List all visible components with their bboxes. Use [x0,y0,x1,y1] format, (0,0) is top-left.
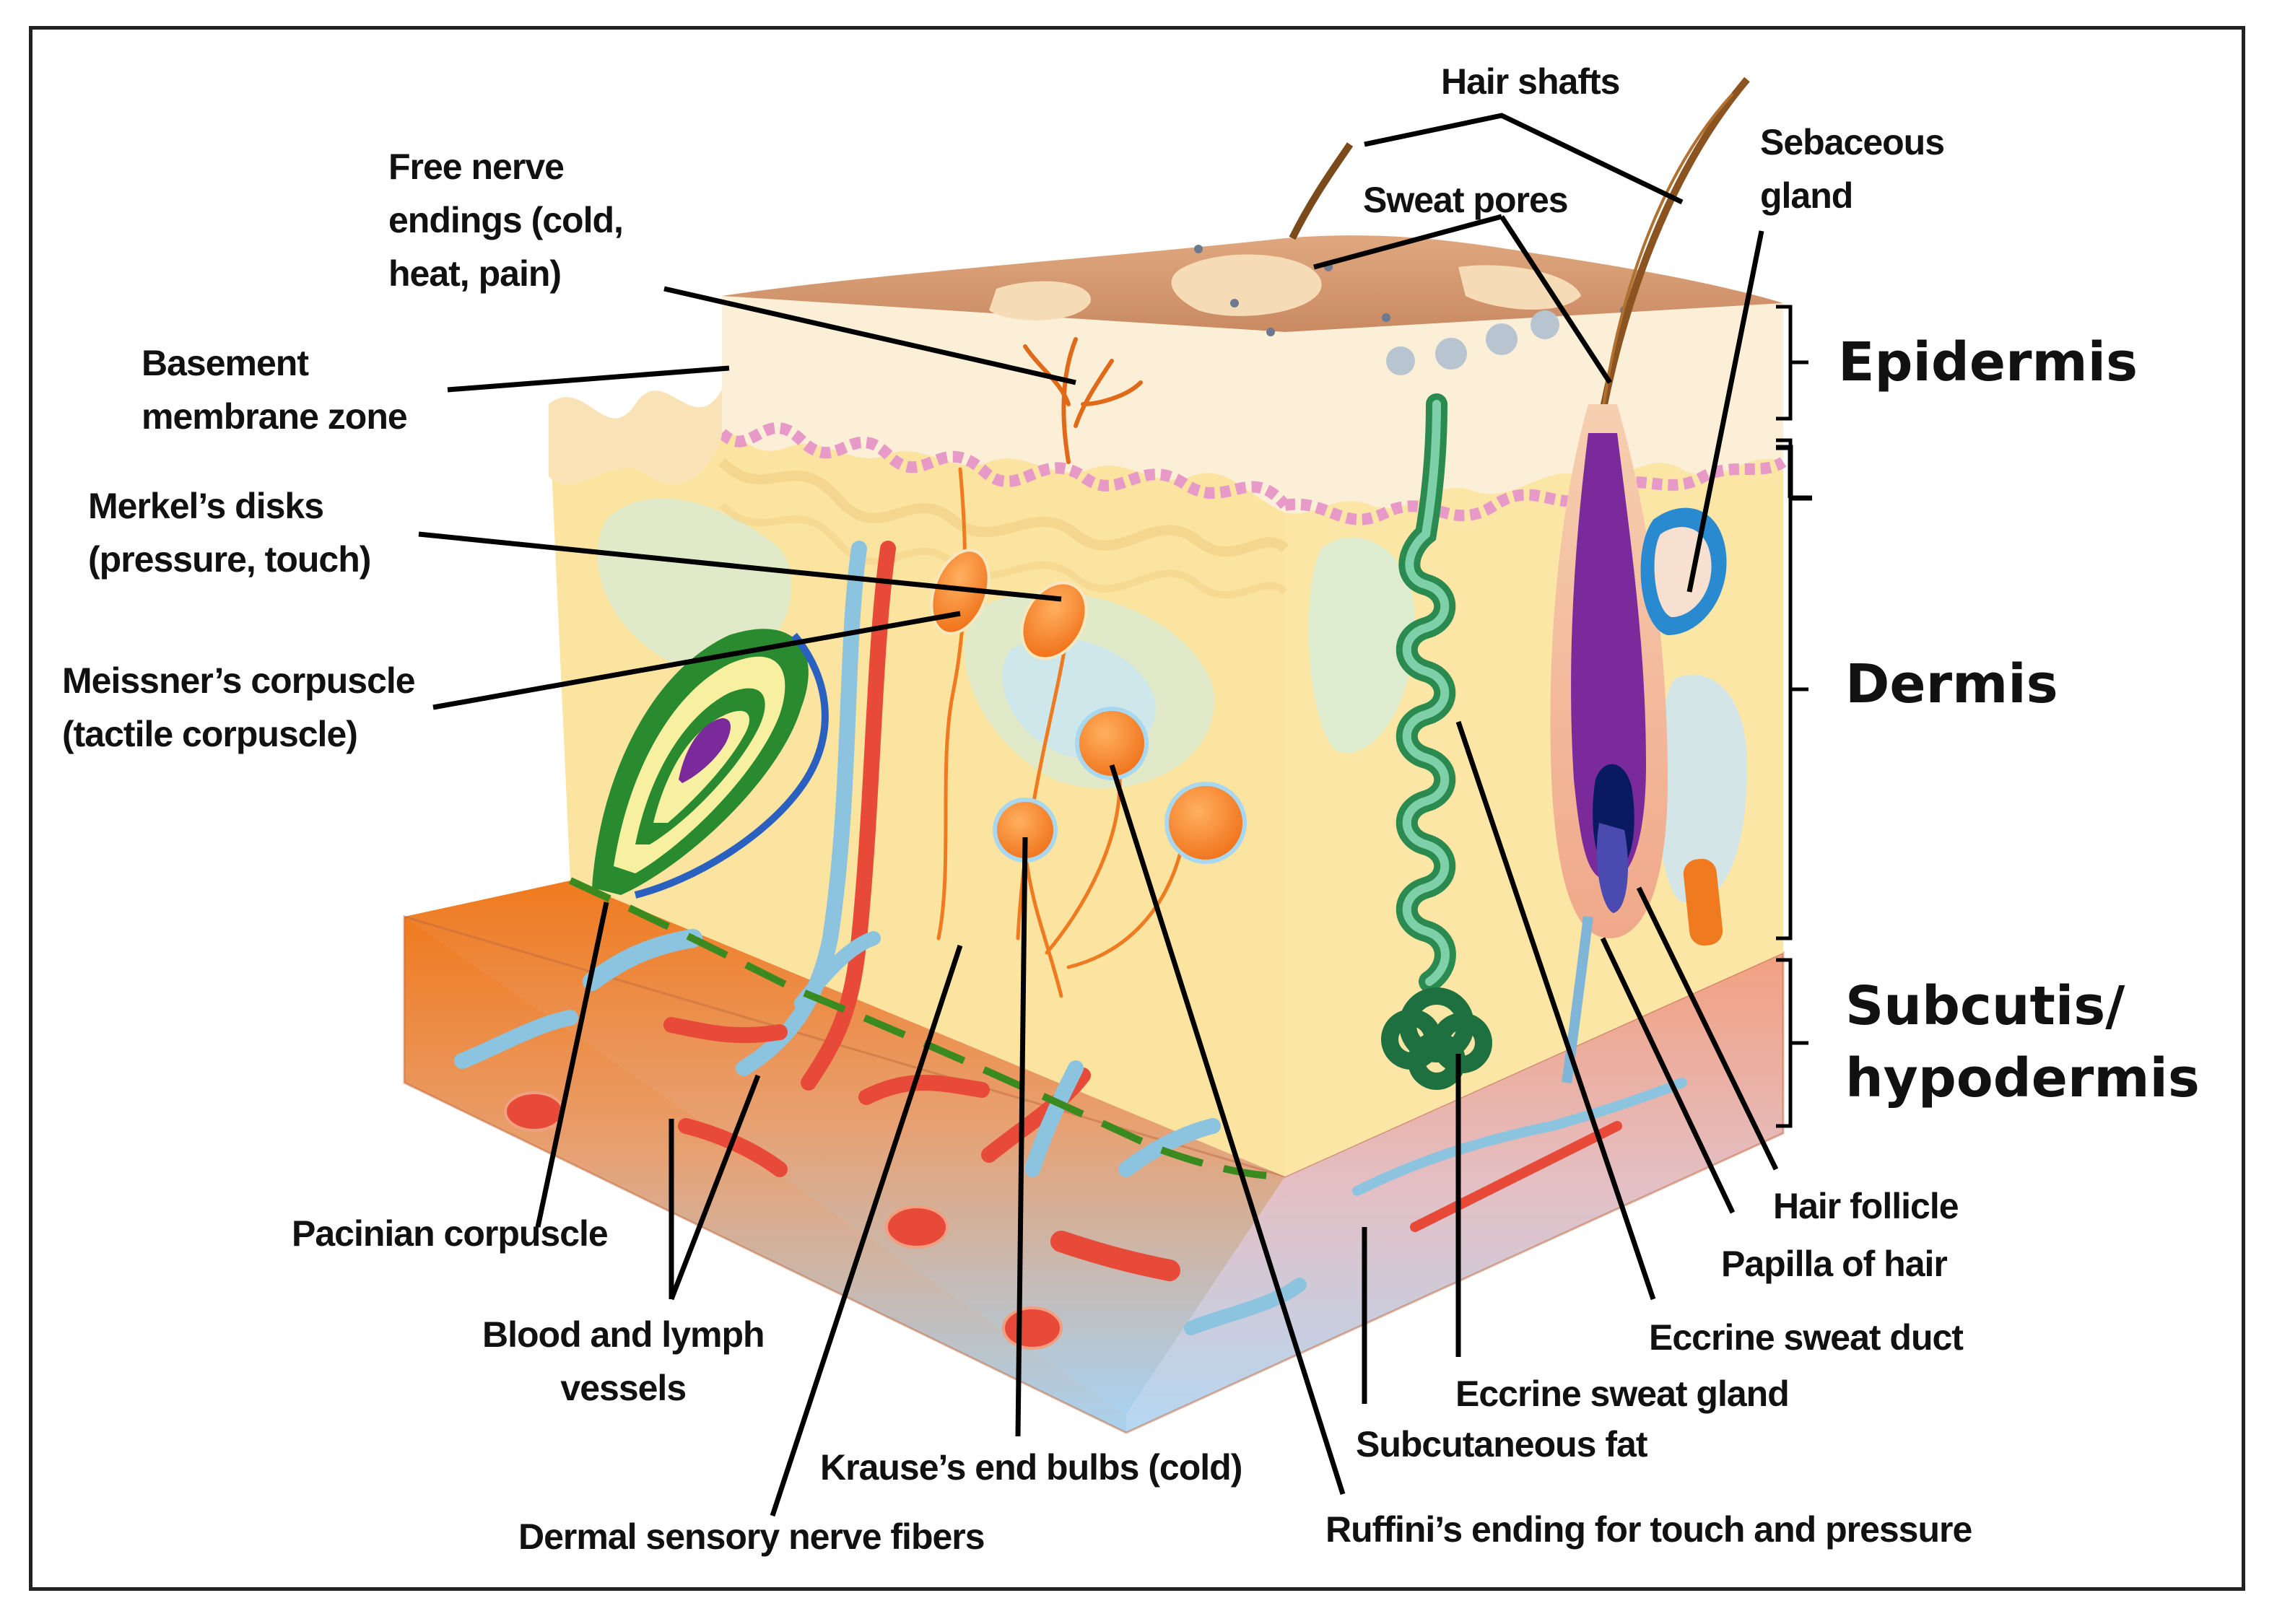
leader-lines [418,113,1812,1517]
label-line: (pressure, touch) [88,539,371,580]
label-line: gland [1760,175,1853,216]
label-pacinian-corpuscle: Pacinian corpuscle [292,1213,609,1254]
label-papilla-of-hair: Papilla of hair [1721,1244,1948,1284]
label-line: membrane zone [142,396,408,437]
label-merkels-disks: Merkel’s disks (pressure, touch) [88,479,371,586]
label-meissners-corpuscle: Meissner’s corpuscle (tactile corpuscle) [62,654,416,761]
label-line: (tactile corpuscle) [62,714,358,754]
label-hair-follicle: Hair follicle [1773,1186,1959,1226]
hair-follicle [1550,404,1668,1083]
label-krauses-end-bulbs: Krause’s end bulbs (cold) [820,1447,1242,1488]
label-line: Subcutis/ [1845,975,2125,1037]
layer-brackets [1776,305,1808,1128]
subcutis-block [403,881,1785,1434]
label-basement-membrane-zone: Basement membrane zone [142,336,408,443]
layer-label-dermis: Dermis [1845,653,2058,715]
vessels-and-nerves [454,337,1687,1335]
label-eccrine-sweat-duct: Eccrine sweat duct [1649,1317,1964,1358]
label-line: Blood and lymph [482,1314,765,1355]
label-line: Sebaceous [1760,122,1945,162]
epidermis-layer [549,296,1787,599]
hair-shafts [1289,77,1750,412]
label-ruffinis-ending: Ruffini’s ending for touch and pressure [1325,1509,1972,1550]
label-line: Merkel’s disks [88,486,324,526]
label-free-nerve-endings: Free nerve endings (cold, heat, pain) [388,140,624,300]
meissner-corpuscle [592,629,829,899]
label-line: Meissner’s corpuscle [62,660,416,701]
label-subcutaneous-fat: Subcutaneous fat [1356,1424,1647,1464]
label-line: heat, pain) [388,253,562,294]
eccrine-sweat-gland [1381,393,1492,1090]
label-line: Free nerve [388,147,565,187]
sensory-corpuscles [930,549,1247,864]
label-line: Basement [142,343,309,383]
label-sebaceous-gland: Sebaceous gland [1760,115,1945,222]
label-line: endings (cold, [388,200,624,240]
label-sweat-pores: Sweat pores [1363,180,1569,220]
skin-surface [722,235,1783,375]
label-hair-shafts: Hair shafts [1441,61,1620,102]
label-line: vessels [560,1368,687,1408]
label-eccrine-sweat-gland: Eccrine sweat gland [1455,1374,1790,1414]
layer-label-subcutis: Subcutis/ hypodermis [1845,970,2200,1114]
label-line: hypodermis [1845,1047,2200,1109]
layer-label-epidermis: Epidermis [1838,331,2138,393]
label-blood-lymph-vessels: Blood and lymph vessels [482,1308,765,1415]
label-dermal-sensory-nerve-fibers: Dermal sensory nerve fibers [518,1516,985,1557]
sebaceous-gland [1640,507,1727,635]
